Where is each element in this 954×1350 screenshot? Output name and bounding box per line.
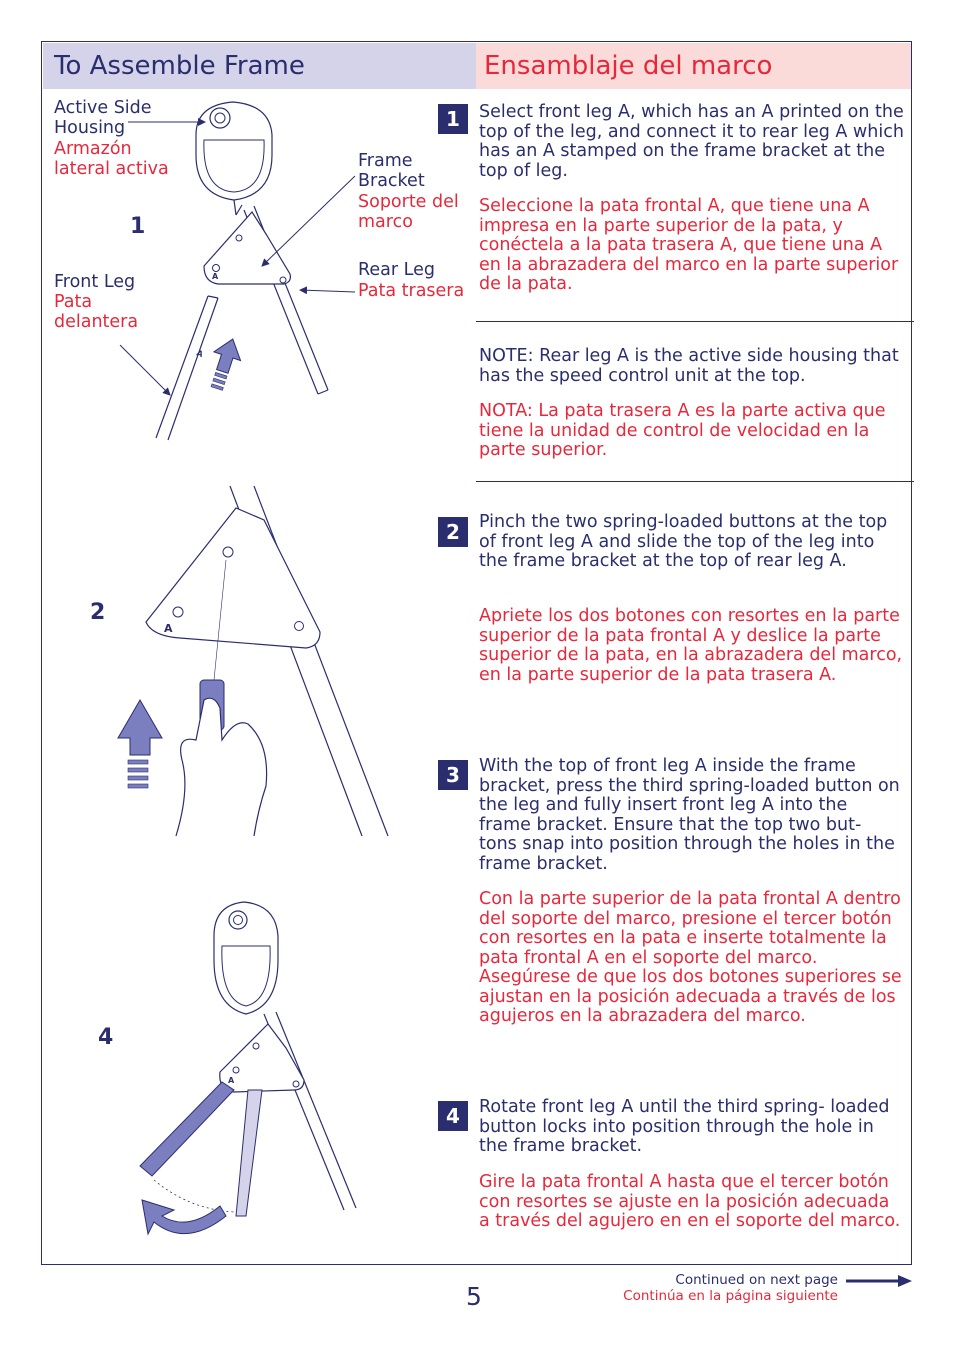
label-pata-delantera: Pata delantera [54, 292, 139, 332]
leg-marking-a: A [212, 272, 219, 281]
step-number-3: 3 [438, 760, 468, 790]
label-armazon-lateral-activa: Armazón lateral activa [54, 139, 169, 179]
step-4-text-en: Rotate front leg A until the third sprin… [479, 1097, 890, 1156]
note-es: NOTA: La pata trasera A es la parte acti… [479, 401, 904, 461]
front-leg-ghost-fig4 [235, 1089, 263, 1217]
figure-2-illustration: A [117, 485, 389, 837]
continued-es: Continúa en la página siguiente [623, 1288, 838, 1304]
note-text-en: Rear leg A is the active side housing th… [479, 346, 899, 386]
title-spanish: Ensamblaje del marco [484, 51, 773, 81]
label-rear-leg: Rear Leg [358, 260, 435, 280]
continued-en: Continued on next page [675, 1272, 838, 1288]
label-pata-trasera: Pata trasera [358, 281, 465, 301]
frame-bracket-fig1: A [203, 211, 291, 285]
step-number-1: 1 [438, 104, 468, 134]
continue-arrow-icon [846, 1275, 912, 1287]
header-left-band [43, 43, 476, 89]
header-right-band [476, 43, 911, 89]
step-number-4: 4 [438, 1101, 468, 1131]
page-number: 5 [466, 1282, 482, 1311]
leg-marking-a: A [228, 1076, 235, 1085]
note-label-en: NOTE: [479, 346, 534, 366]
hand-drawing [175, 697, 268, 837]
leader-rear-leg [299, 286, 356, 295]
leg-marking-a: A [195, 348, 205, 359]
up-arrow-fig2 [117, 699, 163, 789]
step-2-text-es: Apriete los dos botones con resortes en … [479, 606, 903, 685]
figure-number-2: 2 [90, 600, 106, 625]
label-front-leg: Front Leg [54, 272, 136, 292]
note-text-es: La pata trasera A es la parte activa que… [479, 401, 886, 460]
title-english: To Assemble Frame [54, 51, 305, 81]
divider-1 [476, 321, 914, 322]
leader-front-leg [119, 344, 171, 396]
front-leg-fig1: A [155, 295, 219, 441]
leader-bracket [261, 175, 356, 267]
label-active-side-housing: Active Side Housing [54, 98, 152, 138]
active-side-housing [195, 101, 273, 216]
step-1-text-en: Select front leg A, which has an A print… [479, 102, 904, 181]
step-2-text-en: Pinch the two spring-loaded buttons at t… [479, 512, 888, 571]
front-leg-rotated-fig4 [139, 1081, 235, 1177]
leg-marking-a: A [164, 622, 173, 635]
step-number-2: 2 [438, 517, 468, 547]
up-arrow-fig1 [210, 338, 242, 391]
step-3-text-en: With the top of front leg A inside the f… [479, 756, 900, 874]
step-1-text-es: Seleccione la pata frontal A, que tiene … [479, 196, 899, 294]
rotate-arrow-fig4 [141, 1199, 227, 1236]
step-3-text-es: Con la parte superior de la pata frontal… [479, 889, 902, 1026]
label-frame-bracket: Frame Bracket [358, 151, 425, 191]
divider-2 [476, 481, 914, 482]
figure-4-illustration: A [139, 901, 357, 1236]
note-label-es: NOTA: [479, 401, 533, 421]
label-soporte-del-marco: Soporte del marco [358, 192, 459, 232]
figure-number-4: 4 [98, 1025, 114, 1050]
figure-number-1: 1 [130, 214, 146, 239]
page-frame [41, 41, 912, 1265]
figure-1-illustration: A A [119, 101, 356, 441]
step-4-text-es: Gire la pata frontal A hasta que el terc… [479, 1172, 901, 1231]
frame-bracket-fig2 [145, 507, 321, 649]
note-en: NOTE: Rear leg A is the active side hous… [479, 346, 904, 386]
